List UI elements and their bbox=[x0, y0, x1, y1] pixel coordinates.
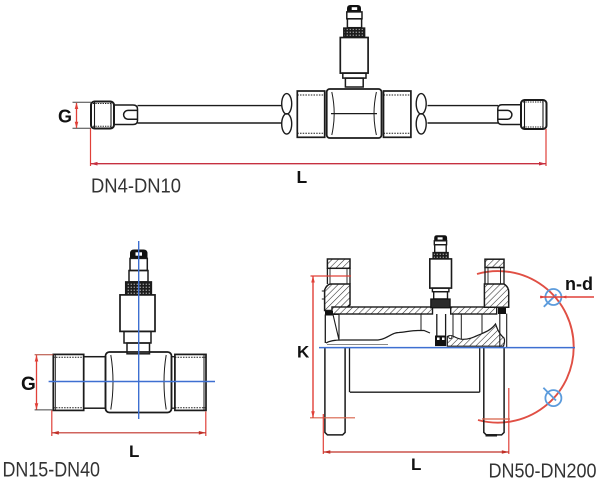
svg-text:L: L bbox=[297, 167, 308, 187]
svg-text:n-d: n-d bbox=[565, 274, 593, 294]
svg-text:DN50-DN200: DN50-DN200 bbox=[489, 461, 597, 481]
svg-text:K: K bbox=[297, 343, 310, 362]
svg-text:DN4-DN10: DN4-DN10 bbox=[91, 176, 181, 198]
svg-text:G: G bbox=[21, 374, 36, 395]
svg-text:L: L bbox=[411, 455, 421, 474]
svg-text:DN15-DN40: DN15-DN40 bbox=[3, 459, 101, 481]
svg-text:L: L bbox=[129, 442, 139, 461]
svg-text:G: G bbox=[58, 107, 72, 127]
